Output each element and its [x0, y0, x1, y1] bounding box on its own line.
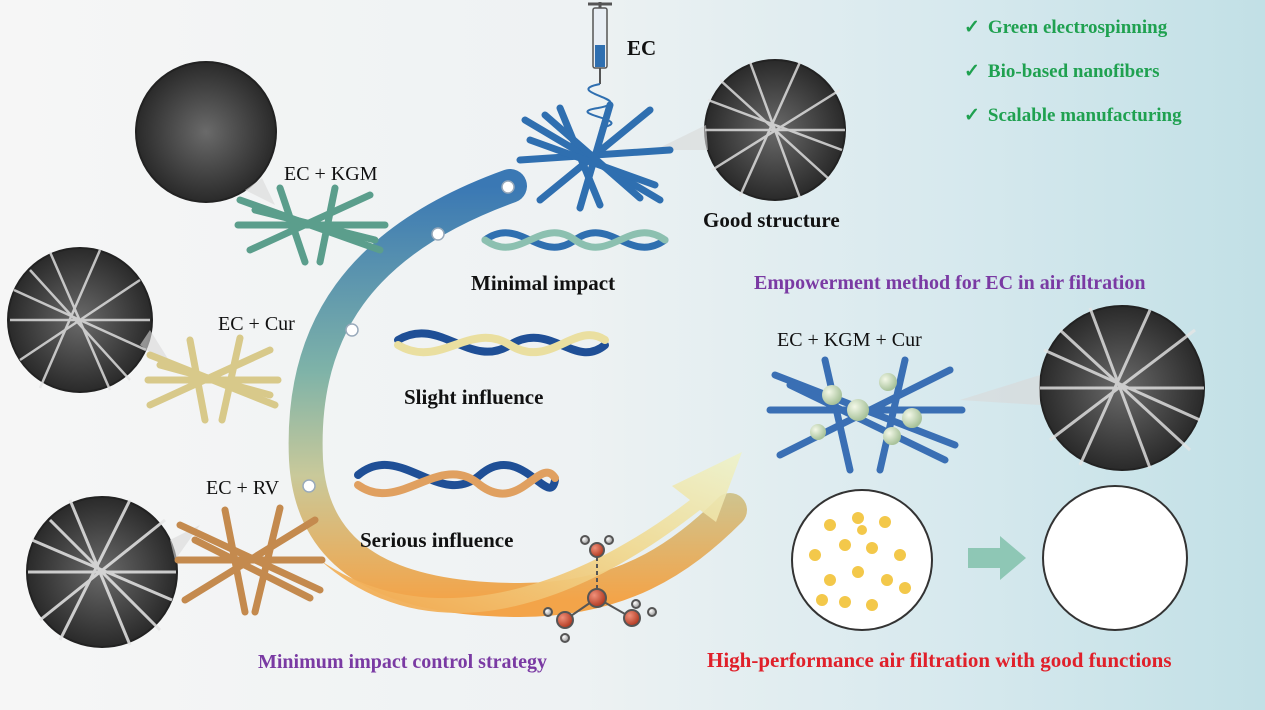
arc-dot [345, 323, 359, 337]
label-ec-cur: EC + Cur [218, 313, 295, 335]
check-icon: ✓ [964, 105, 980, 126]
label-ec-kgm-cur: EC + KGM + Cur [777, 329, 922, 351]
molecule-icon [543, 535, 657, 643]
sem-image-ec-rv [26, 496, 200, 648]
check-icon: ✓ [964, 61, 980, 82]
label-empowerment: Empowerment method for EC in air filtrat… [754, 272, 1146, 294]
label-ec-rv: EC + RV [206, 477, 280, 499]
helix-minimal-impact [481, 229, 669, 251]
fiber-mat-ec-rv [174, 504, 326, 616]
strategy-arrow [320, 452, 742, 613]
label-minimum-strategy: Minimum impact control strategy [258, 651, 548, 673]
sem-image-ec-kgm [135, 61, 277, 205]
filter-arrow-icon [968, 536, 1026, 580]
label-ec: EC [627, 36, 657, 60]
arc-dot [501, 180, 515, 194]
label-good-structure: Good structure [703, 208, 840, 232]
sem-image-ec [655, 59, 846, 201]
arc-dot [302, 479, 316, 493]
sem-image-ec-cur [7, 247, 175, 393]
sem-image-ec-kgm-cur [960, 305, 1205, 471]
label-serious-influence: Serious influence [360, 528, 514, 552]
helix-serious-influence [354, 460, 559, 498]
fiber-mat-ec-cur [144, 334, 282, 424]
progress-arc [288, 169, 747, 618]
helix-slight-influence [394, 329, 609, 357]
filter-before-circle [791, 489, 933, 631]
filter-after-circle [1042, 485, 1188, 631]
feature-item-scalable: ✓Scalable manufacturing [964, 105, 1182, 126]
feature-item-green-electrospinning: ✓Green electrospinning [964, 17, 1168, 38]
fiber-mat-ec [516, 101, 674, 212]
label-slight-influence: Slight influence [404, 385, 544, 409]
fiber-mat-ec-kgm-cur [766, 356, 966, 474]
check-icon: ✓ [964, 17, 980, 38]
label-ec-kgm: EC + KGM [284, 163, 378, 185]
arc-dot [431, 227, 445, 241]
syringe-icon [586, 2, 613, 129]
label-high-performance: High-performance air filtration with goo… [707, 648, 1172, 672]
fiber-mat-ec-kgm [234, 184, 389, 266]
feature-item-bio-based: ✓Bio-based nanofibers [964, 61, 1160, 82]
label-minimal-impact: Minimal impact [471, 271, 616, 295]
